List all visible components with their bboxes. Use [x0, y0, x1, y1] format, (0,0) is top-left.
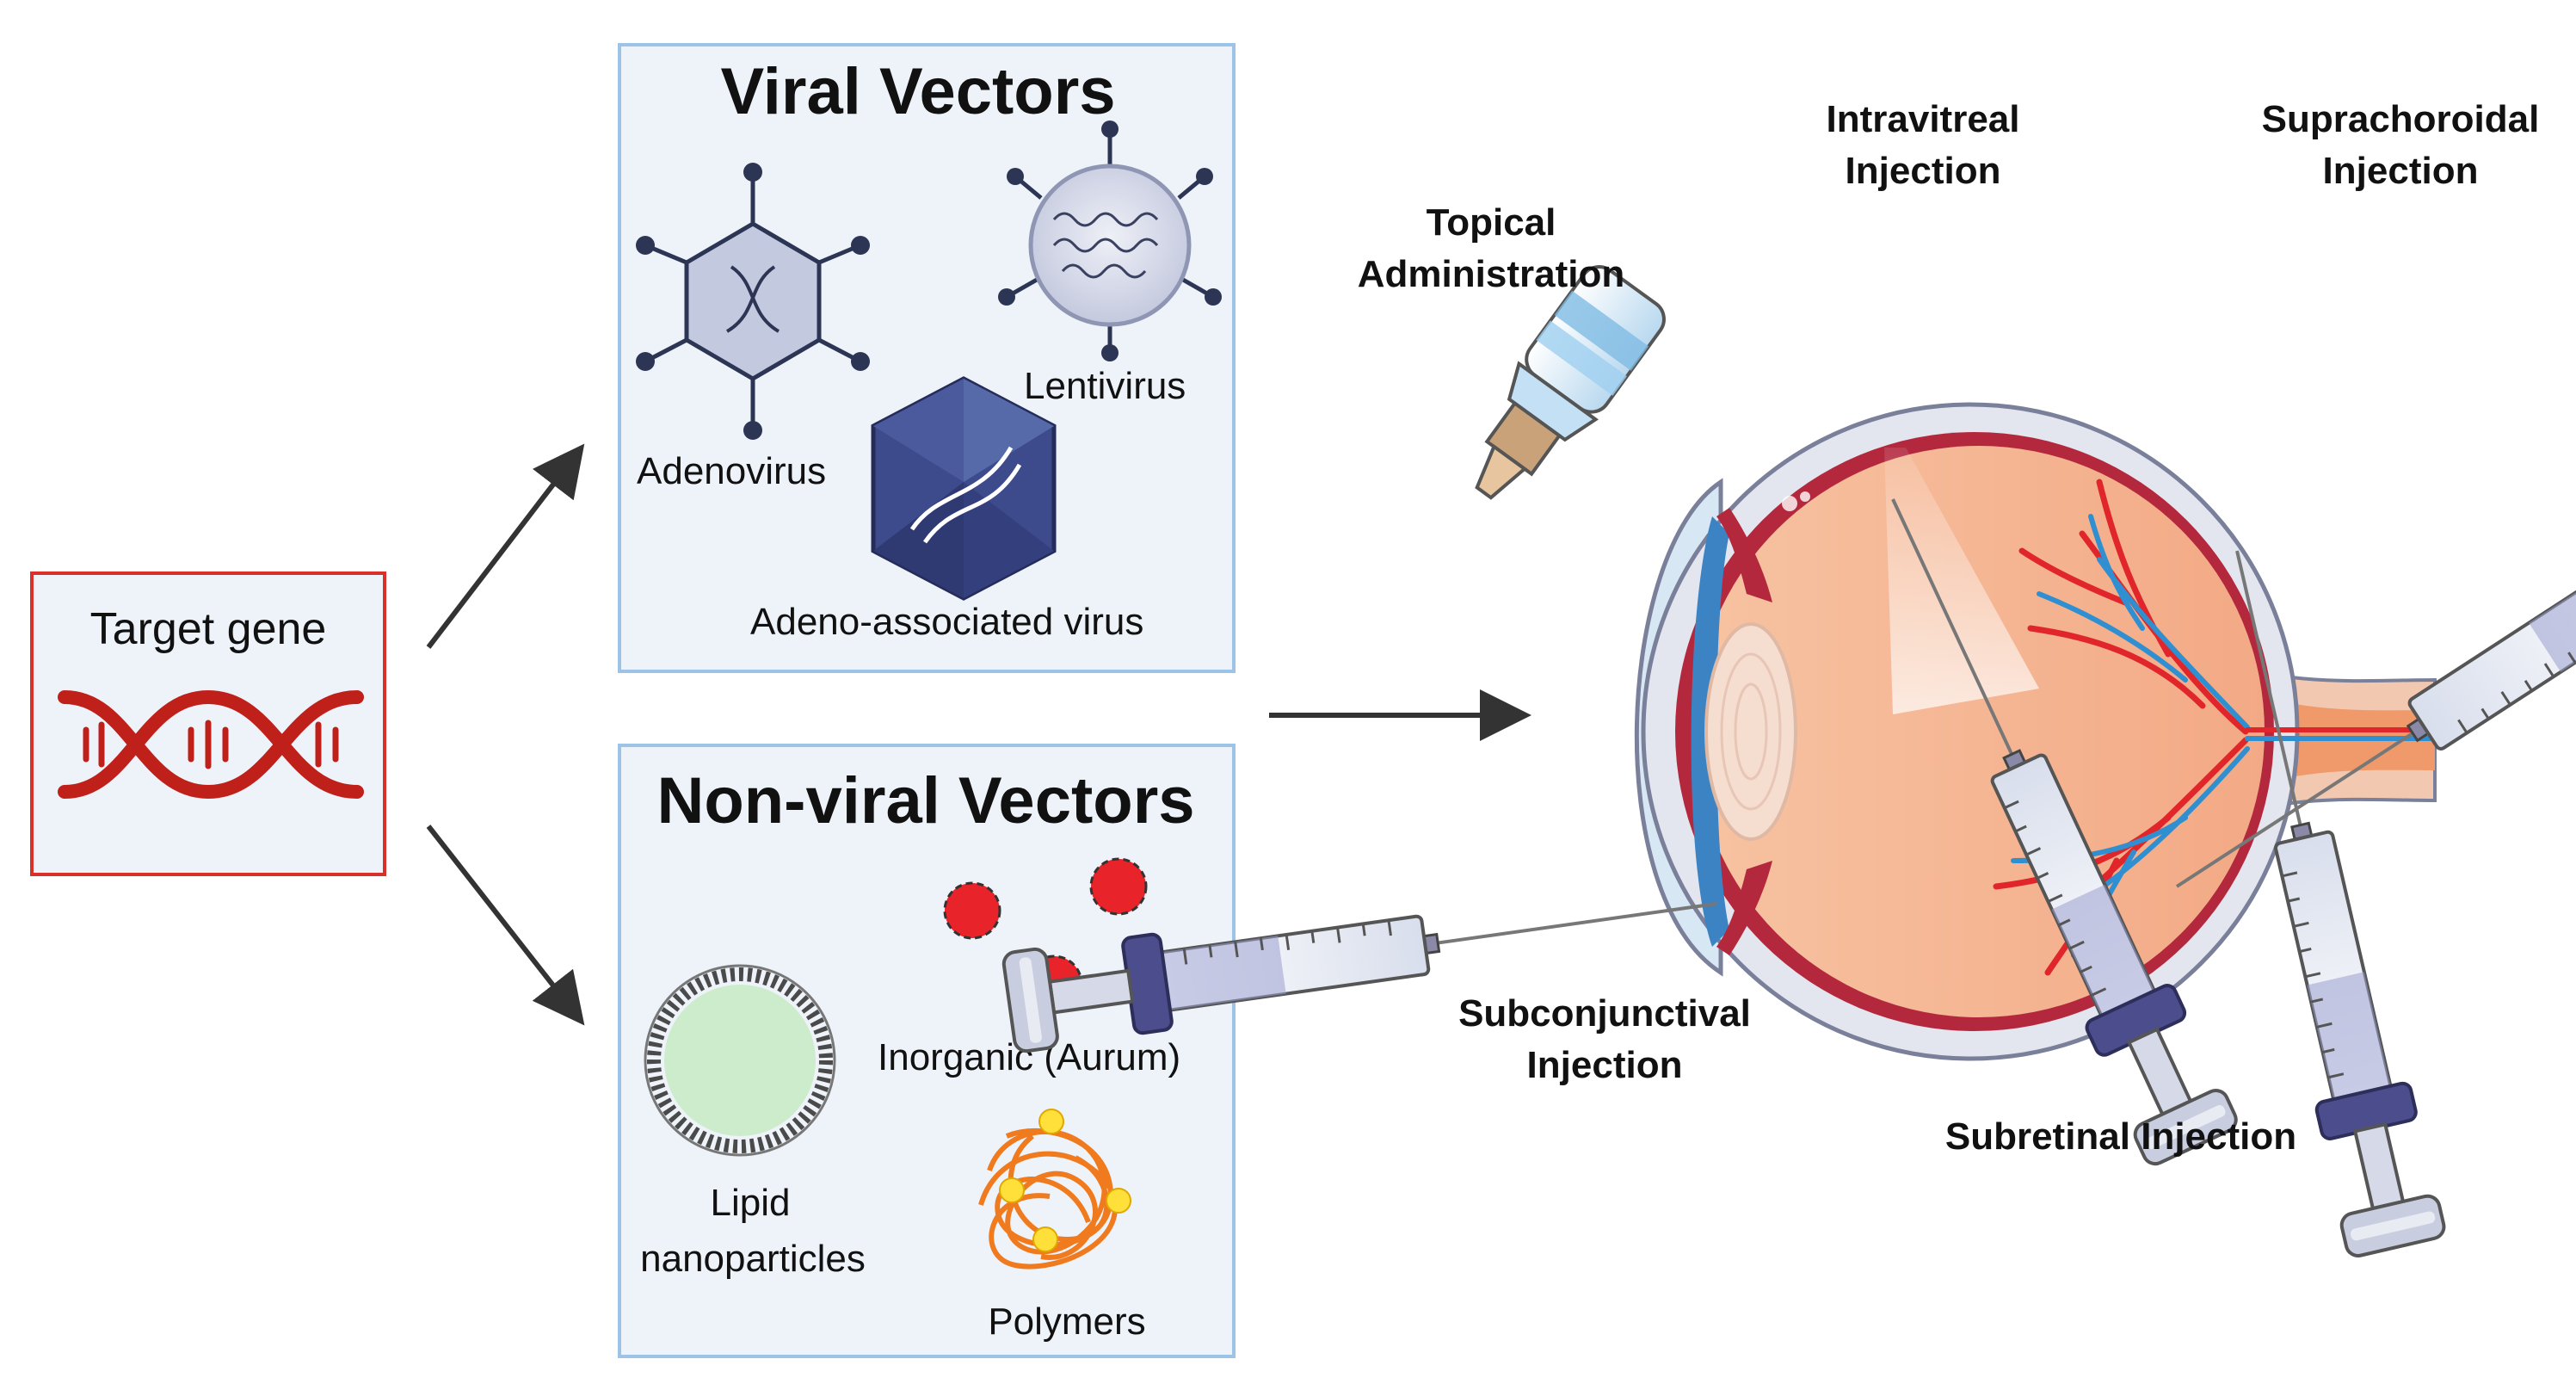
eye-anatomy: [1634, 402, 2446, 1061]
target-gene-title: Target gene: [90, 604, 327, 654]
lipid-nanoparticle-icon: [644, 964, 836, 1157]
intravitreal-label-line1: Intravitreal: [1827, 98, 2020, 140]
lens: [1704, 622, 1797, 841]
dna-icon: [58, 689, 364, 800]
adenovirus-icon: [636, 163, 870, 440]
arrow-to-nonviral: [426, 825, 585, 1026]
topical-label-line2: Administration: [1358, 253, 1624, 295]
nonviral-vectors-box: Non-viral Vectors Inorganic (Aurum) Lipi…: [618, 744, 1236, 1358]
lentivirus-label: Lentivirus: [1024, 365, 1186, 407]
nonviral-vectors-title: Non-viral Vectors: [656, 764, 1194, 837]
adenovirus-label: Adenovirus: [637, 450, 826, 492]
polymer-icon: [978, 1109, 1131, 1270]
arrow-to-viral: [426, 443, 585, 649]
suprachoroidal-label-line2: Injection: [2323, 150, 2479, 192]
aav-label: Adeno-associated virus: [750, 601, 1143, 643]
target-gene-box: Target gene: [30, 571, 386, 876]
subconjunctival-label-line2: Injection: [1527, 1044, 1683, 1086]
viral-vectors-title: Viral Vectors: [720, 55, 1115, 128]
viral-vectors-box: Viral Vectors Adenovirus: [618, 43, 1236, 673]
topical-label-line1: Topical: [1427, 201, 1556, 244]
subconjunctival-label-line1: Subconjunctival: [1458, 992, 1751, 1035]
flow-arrows: [426, 443, 1531, 1026]
eye-drop-bottle-icon: [1475, 265, 1666, 500]
polymers-label: Polymers: [988, 1300, 1145, 1343]
lentivirus-icon: [998, 120, 1222, 361]
aav-icon: [871, 376, 1057, 601]
subretinal-label: Subretinal Injection: [1945, 1115, 2296, 1158]
lipid-label-line1: Lipid: [711, 1182, 791, 1224]
lipid-label-line2: nanoparticles: [640, 1238, 866, 1280]
suprachoroidal-label-line1: Suprachoroidal: [2262, 98, 2540, 140]
intravitreal-label-line2: Injection: [1846, 150, 2001, 192]
intravitreal-beam: [1884, 448, 2039, 714]
